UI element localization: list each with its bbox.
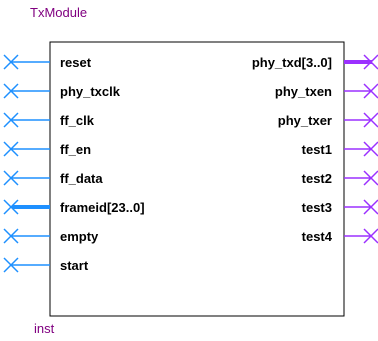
output-pin-marker-icon [363,54,378,70]
output-pin-marker-icon [363,112,378,128]
input-port-label: phy_txclk [60,84,121,99]
input-pin-marker-icon [3,83,19,99]
output-port-label: test2 [302,171,332,186]
output-port-label: test1 [302,142,332,157]
module-title: TxModule [30,5,87,20]
input-port-reset: reset [3,54,92,70]
output-port-phy-txen: phy_txen [275,83,378,99]
output-port-label: phy_txer [278,113,332,128]
input-pin-marker-icon [3,199,19,215]
input-pin-marker-icon [3,112,19,128]
input-port-label: ff_en [60,142,91,157]
input-pin-marker-icon [3,54,19,70]
input-pin-marker-icon [3,228,19,244]
output-pin-marker-icon [363,83,378,99]
output-ports: phy_txd[3..0] phy_txen phy_txer test1 test2 t… [252,54,378,244]
input-port-ff-clk: ff_clk [3,112,95,128]
input-port-label: reset [60,55,92,70]
output-port-phy-txer: phy_txer [278,112,378,128]
input-pin-marker-icon [3,170,19,186]
output-pin-marker-icon [363,199,378,215]
output-port-phy-txd-3-0: phy_txd[3..0] [252,54,378,70]
instance-label: inst [34,321,55,336]
output-port-label: test4 [302,229,333,244]
input-port-label: ff_clk [60,113,95,128]
input-port-label: start [60,258,89,273]
output-pin-marker-icon [363,228,378,244]
input-port-phy-txclk: phy_txclk [3,83,121,99]
input-ports: reset phy_txclk ff_clk ff_en ff_data frameid[… [3,54,145,273]
input-port-frameid-23-0: frameid[23..0] [3,199,145,215]
output-port-test3: test3 [302,199,378,215]
input-port-label: ff_data [60,171,103,186]
input-port-label: frameid[23..0] [60,200,145,215]
output-port-test1: test1 [302,141,378,157]
output-port-label: test3 [302,200,332,215]
input-port-ff-data: ff_data [3,170,103,186]
input-port-ff-en: ff_en [3,141,91,157]
input-pin-marker-icon [3,257,19,273]
output-port-label: phy_txen [275,84,332,99]
input-pin-marker-icon [3,141,19,157]
output-port-label: phy_txd[3..0] [252,55,332,70]
input-port-label: empty [60,229,99,244]
input-port-empty: empty [3,228,99,244]
output-pin-marker-icon [363,170,378,186]
output-port-test4: test4 [302,228,378,244]
output-pin-marker-icon [363,141,378,157]
input-port-start: start [3,257,89,273]
output-port-test2: test2 [302,170,378,186]
module-box [49,41,345,317]
